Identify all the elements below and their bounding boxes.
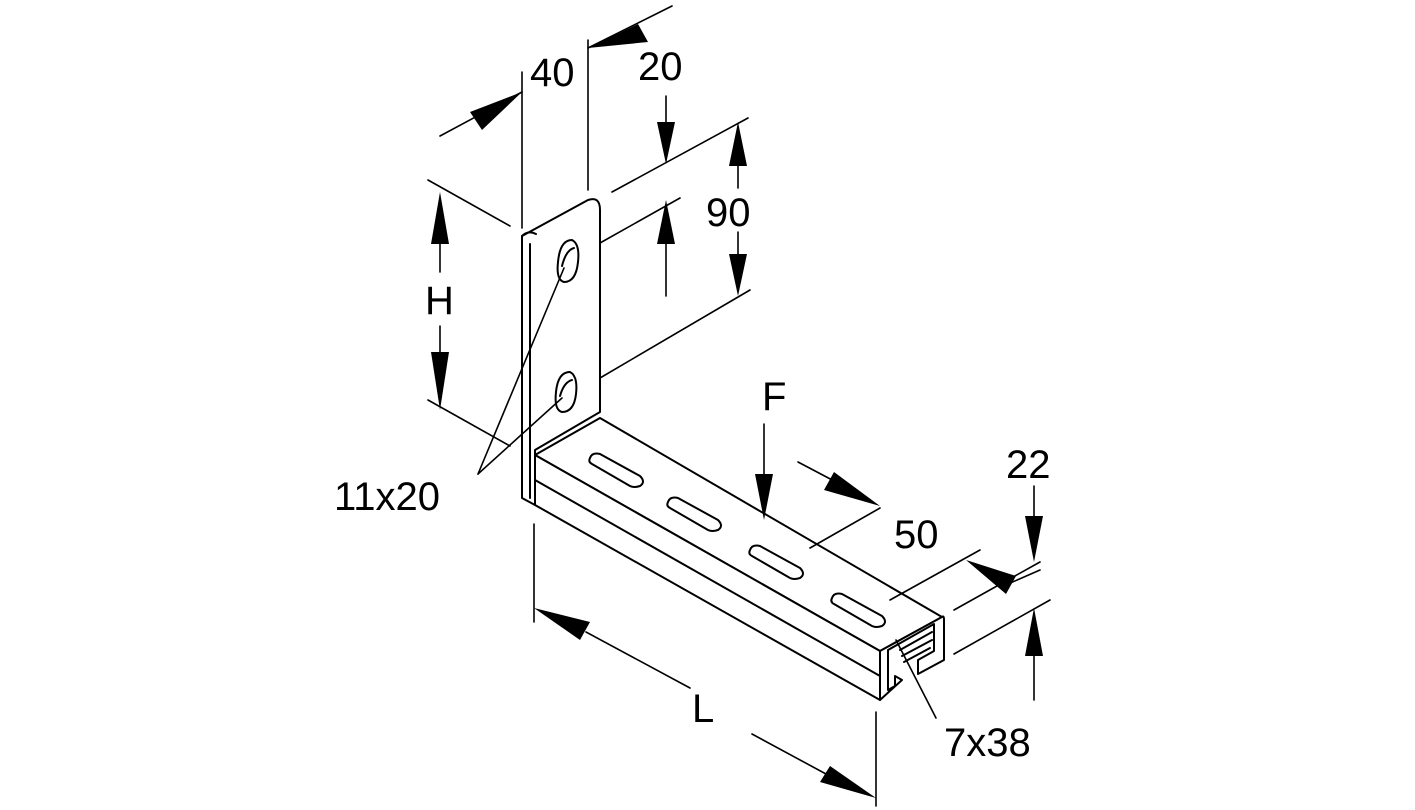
- dimension-90-label: 90: [706, 191, 751, 235]
- hole-size-label: 11x20: [334, 475, 440, 519]
- dimension-20: [657, 95, 675, 297]
- channel-slot-4: [830, 592, 886, 628]
- dimension-L: [533, 523, 877, 807]
- wall-bracket: [521, 198, 945, 701]
- dimension-22-label: 22: [1006, 443, 1051, 487]
- dimension-40: [439, 5, 673, 229]
- dimension-50-label: 50: [894, 513, 939, 557]
- dimension-40-label: 40: [530, 51, 575, 95]
- channel-end-profile: [879, 615, 945, 701]
- dimension-20-label: 20: [638, 45, 683, 89]
- channel-slot-1: [588, 452, 644, 488]
- channel-slot-3: [748, 544, 804, 580]
- dimension-50: [797, 461, 1041, 611]
- mounting-hole-lower: [554, 371, 578, 413]
- channel-slot-2: [666, 496, 722, 532]
- dimension-L-label: L: [692, 687, 714, 731]
- dimension-H: [427, 179, 511, 447]
- load-arrow-F: [755, 423, 773, 520]
- slot-size-label: 7x38: [944, 721, 1031, 765]
- dimension-H-label: H: [425, 279, 454, 323]
- dimension-22: [953, 485, 1051, 701]
- load-F-label: F: [762, 375, 786, 419]
- leader-7x38: [895, 639, 937, 719]
- leader-11x20: [477, 267, 565, 475]
- dimension-90: [599, 117, 751, 379]
